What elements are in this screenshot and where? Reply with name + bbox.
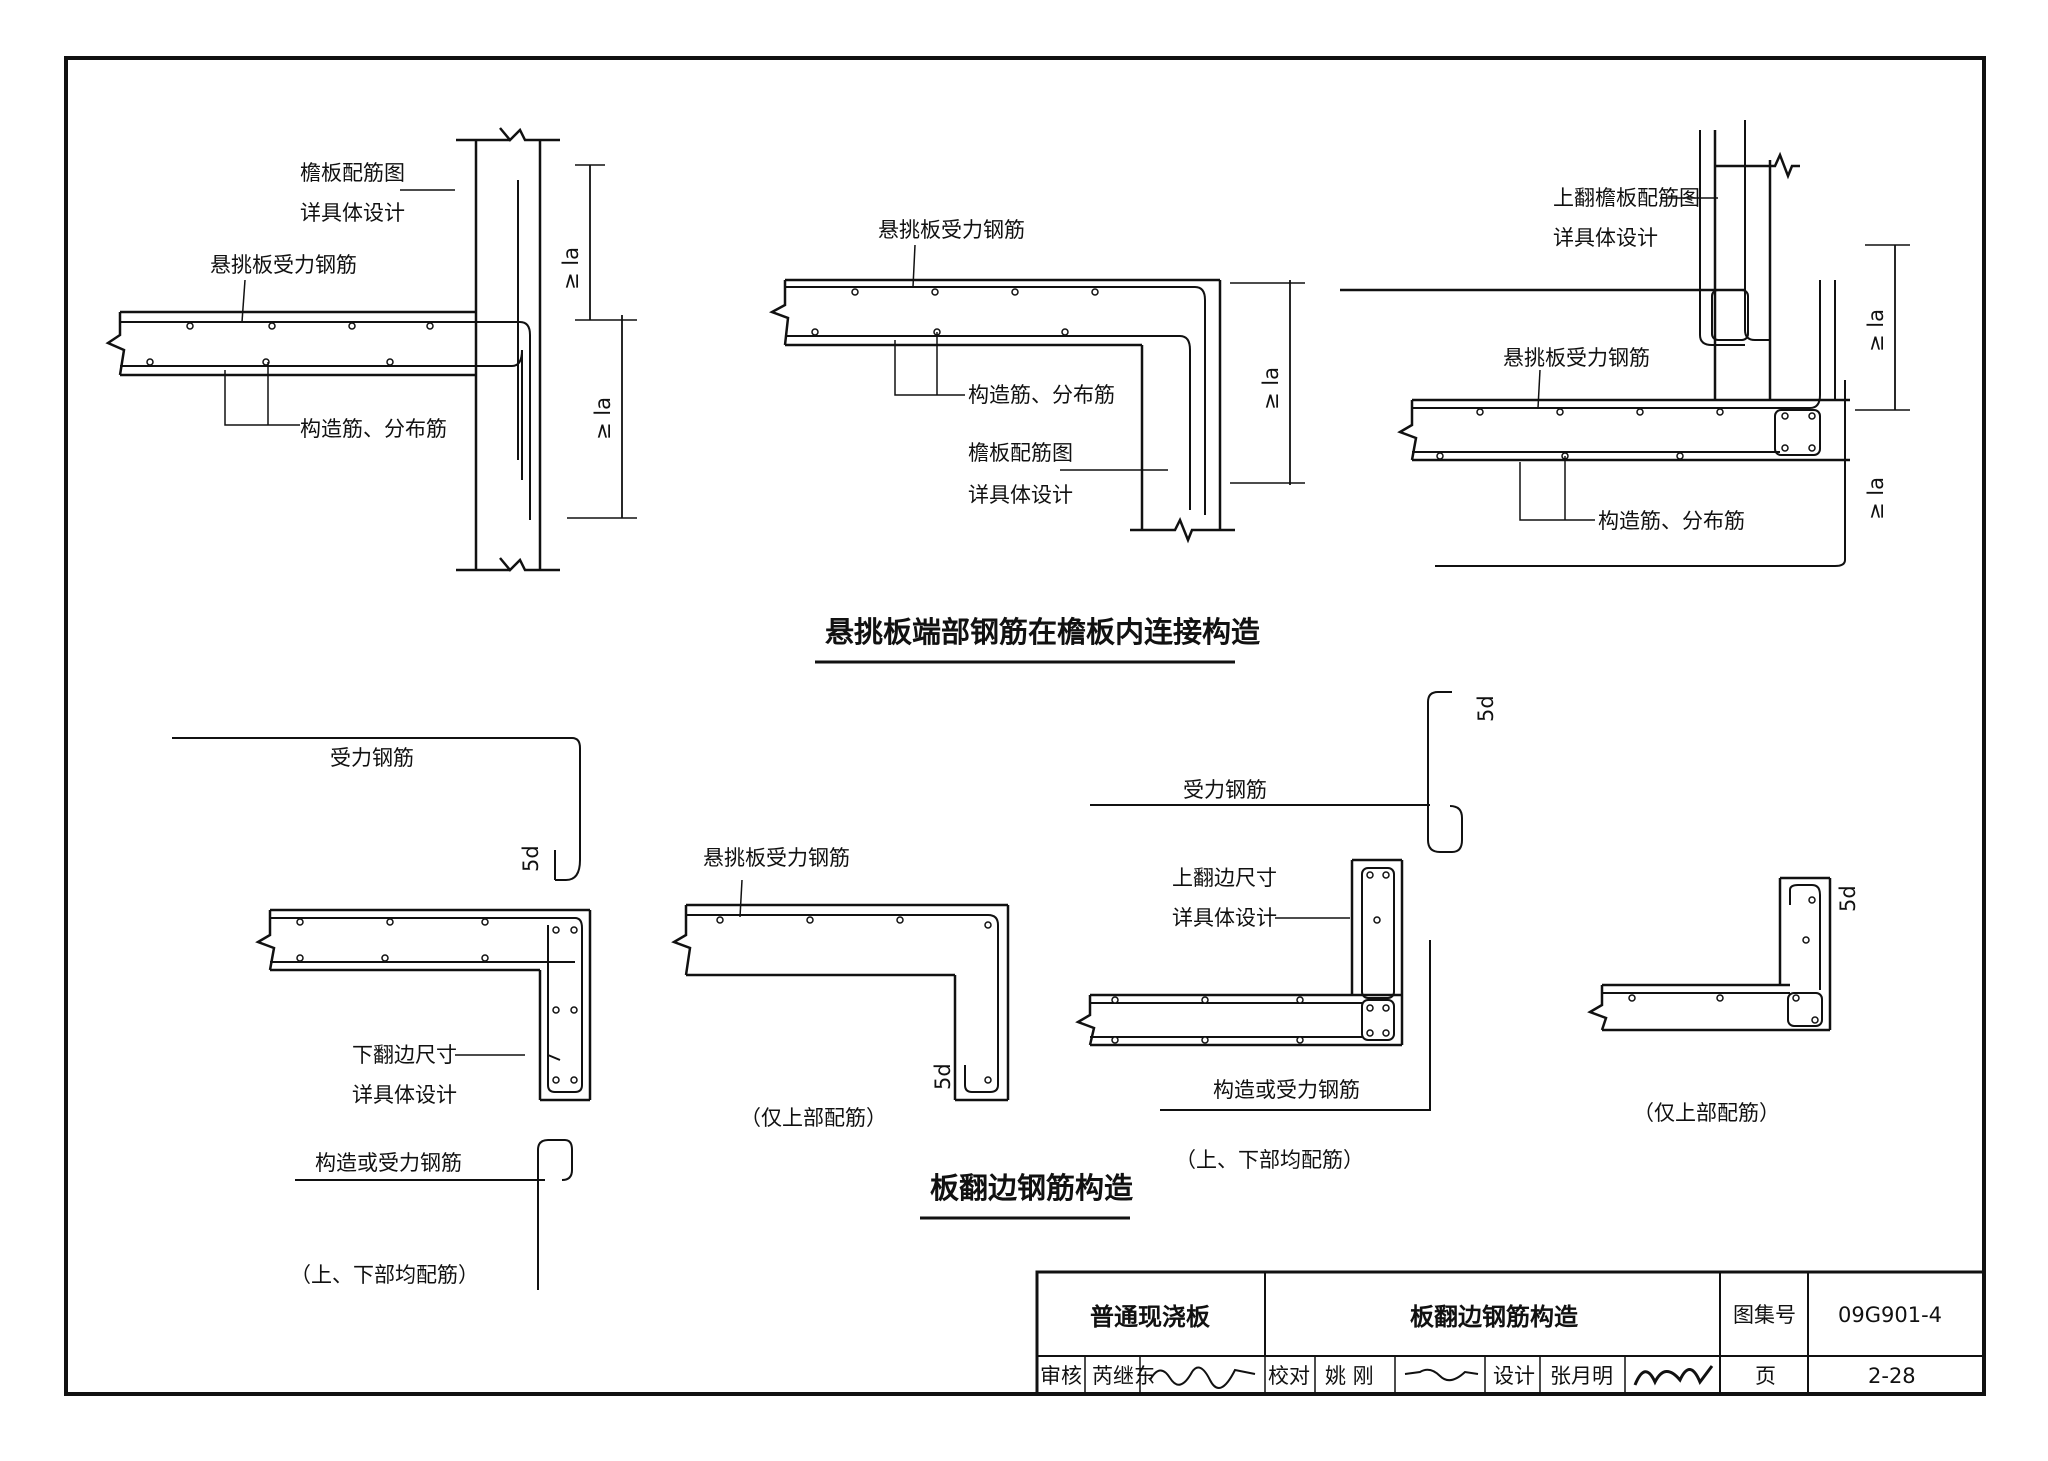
label-d6-up-2: 详具体设计 — [1172, 906, 1277, 930]
label-d6-main: 受力钢筋 — [1183, 778, 1267, 802]
diagram-flange-up-both — [1075, 691, 1463, 1111]
label-d2-eave-1: 檐板配筋图 — [968, 441, 1073, 465]
signature-check — [1404, 1368, 1479, 1382]
caption-d5: （仅上部配筋） — [740, 1106, 887, 1130]
sheet-border — [64, 56, 1986, 1396]
caption-d7: （仅上部配筋） — [1633, 1101, 1780, 1125]
hook-d5: 5d — [931, 1063, 955, 1090]
tb-atlas-no: 09G901-4 — [1838, 1303, 1942, 1327]
label-d4-main: 受力钢筋 — [330, 746, 414, 770]
tb-atlas-label: 图集号 — [1733, 1303, 1796, 1327]
diagram-flange-down-top-only — [671, 879, 1010, 1102]
diagram-flange-down-both — [172, 737, 592, 1290]
label-d3-dist: 构造筋、分布筋 — [1598, 509, 1745, 533]
tb-category: 普通现浇板 — [1090, 1303, 1211, 1331]
dim-d1-lower: ≥ la — [591, 397, 615, 440]
label-d3-eave-2: 详具体设计 — [1553, 226, 1658, 250]
label-d1-main: 悬挑板受力钢筋 — [210, 253, 357, 277]
tb-design-label: 设计 — [1493, 1364, 1535, 1388]
label-d3-main: 悬挑板受力钢筋 — [1503, 346, 1650, 370]
hook-d6: 5d — [1474, 695, 1498, 722]
section-title-flange: 板翻边钢筋构造 — [930, 1171, 1133, 1205]
label-d1-eave-1: 檐板配筋图 — [300, 161, 405, 185]
dim-d2: ≥ la — [1259, 367, 1283, 410]
diagram-cantilever-eave-down — [105, 127, 637, 572]
caption-d6: （上、下部均配筋） — [1175, 1148, 1364, 1172]
caption-d4: （上、下部均配筋） — [290, 1263, 479, 1287]
label-d2-dist: 构造筋、分布筋 — [968, 383, 1115, 407]
diagram-cantilever-eave-up — [1340, 120, 1910, 567]
section-title-eave-connection: 悬挑板端部钢筋在檐板内连接构造 — [825, 615, 1260, 649]
label-d4-struct: 构造或受力钢筋 — [315, 1151, 462, 1175]
label-d5-main: 悬挑板受力钢筋 — [703, 846, 850, 870]
label-d4-down-2: 详具体设计 — [352, 1083, 457, 1107]
title-block — [1035, 1270, 1986, 1396]
tb-review-label: 审核 — [1040, 1364, 1082, 1388]
diagram-flange-up-top-only — [1587, 876, 1832, 1032]
hook-d7: 5d — [1836, 885, 1860, 912]
label-d1-eave-2: 详具体设计 — [300, 201, 405, 225]
label-d6-up-1: 上翻边尺寸 — [1172, 866, 1277, 890]
label-d2-eave-2: 详具体设计 — [968, 483, 1073, 507]
label-d3-eave-1: 上翻檐板配筋图 — [1553, 186, 1700, 210]
diagram-cantilever-eave-down-2 — [768, 244, 1305, 544]
tb-check-label: 校对 — [1268, 1364, 1310, 1388]
dim-d1-upper: ≥ la — [559, 247, 583, 290]
tb-check-name: 姚 刚 — [1325, 1364, 1374, 1388]
dim-d3-lower: ≥ la — [1864, 477, 1888, 520]
dim-d3-upper: ≥ la — [1864, 309, 1888, 352]
tb-drawing-title: 板翻边钢筋构造 — [1410, 1303, 1578, 1331]
label-d2-main: 悬挑板受力钢筋 — [878, 218, 1025, 242]
tb-design-name: 张月明 — [1550, 1364, 1613, 1388]
label-d4-down-1: 下翻边尺寸 — [352, 1043, 457, 1067]
label-d1-dist: 构造筋、分布筋 — [300, 417, 447, 441]
signature-review — [1149, 1366, 1256, 1389]
label-d6-struct: 构造或受力钢筋 — [1213, 1078, 1360, 1102]
tb-page-label: 页 — [1755, 1364, 1776, 1388]
tb-page-no: 2-28 — [1868, 1364, 1916, 1388]
tb-review-name: 芮继东 — [1092, 1364, 1155, 1388]
hook-d4: 5d — [519, 845, 543, 872]
signature-design — [1633, 1365, 1714, 1386]
